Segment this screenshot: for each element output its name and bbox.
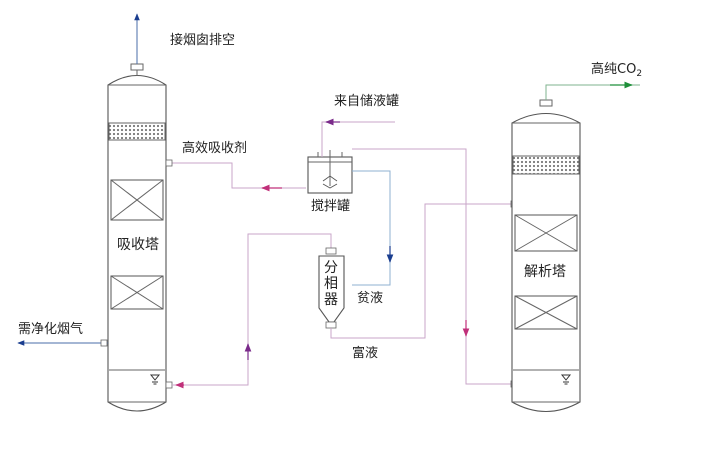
stirred-tank: 搅拌罐: [307, 150, 353, 214]
stripper-label: 解析塔: [524, 264, 566, 280]
separator-char-2: 相: [324, 276, 338, 292]
separator-char-3: 器: [324, 292, 338, 308]
co2-label-subscript: 2: [636, 69, 642, 79]
lean-liquid-label: 贫液: [357, 290, 383, 306]
from-storage-label: 来自储液罐: [334, 94, 399, 109]
co2-label-main: 高纯CO: [591, 61, 636, 77]
stripper-packing-upper: [514, 214, 578, 252]
absorber-demister: [108, 122, 166, 141]
rich-liquid-to-stripper: [330, 200, 518, 339]
stirred-tank-label: 搅拌罐: [311, 198, 350, 214]
rich-liquid-to-separator: [165, 233, 332, 389]
co2-label: 高纯CO2: [591, 61, 642, 79]
flue-gas-label: 需净化烟气: [18, 321, 83, 337]
phase-separator: 分 相 器: [318, 247, 345, 329]
lean-liquid-line: [352, 170, 394, 286]
stripper-column: 解析塔: [511, 99, 581, 412]
liquid-level-symbol: [560, 374, 572, 385]
flue-gas-inlet-line: [17, 339, 108, 347]
storage-feed-line: [321, 118, 395, 157]
absorber-packing-upper: [110, 179, 164, 221]
stack-exhaust-label: 接烟囱排空: [170, 32, 235, 48]
stripper-packing-lower: [514, 295, 578, 330]
absorber-label: 吸收塔: [117, 237, 159, 253]
stripper-demister: [512, 155, 580, 175]
absorbent-label: 高效吸收剂: [182, 140, 247, 156]
co2-outlet-line: [545, 81, 640, 100]
rich-liquid-label: 富液: [352, 345, 378, 361]
absorber-column: 吸收塔: [107, 63, 167, 412]
absorber-packing-lower: [110, 275, 164, 310]
separator-char-1: 分: [324, 260, 338, 276]
absorbent-feed-line: [165, 159, 306, 192]
liquid-level-symbol: [149, 374, 161, 385]
